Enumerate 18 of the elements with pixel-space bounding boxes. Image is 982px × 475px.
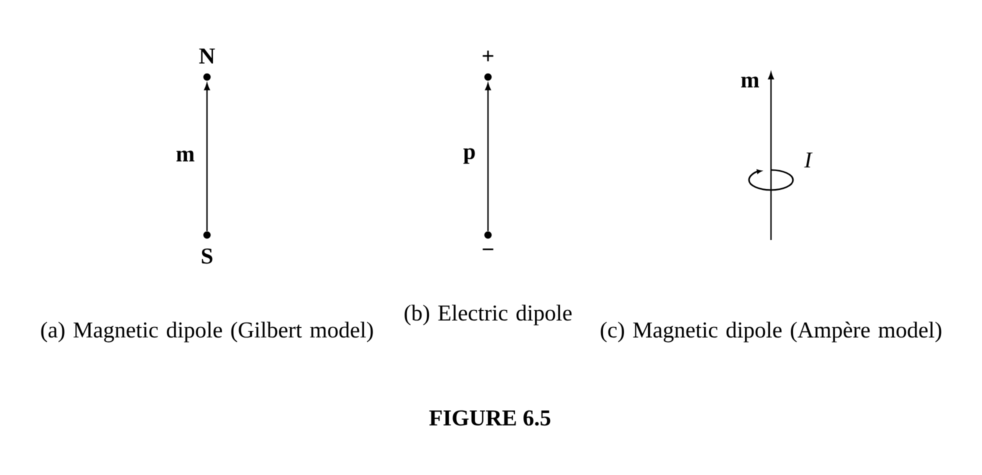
subfigure-caption: (b) Electric dipole [404,304,572,326]
subfigure-caption: (a) Magnetic dipole (Gilbert model) [41,322,373,342]
pole-label: − [482,248,494,250]
symbol-label: I [804,152,813,168]
pole-label: N [199,48,215,64]
pole-label: + [482,50,494,62]
arrow [204,83,210,232]
dot [484,73,492,81]
subfigure-caption: (c) Magnetic dipole (Ampère model) [600,322,942,342]
dot [484,231,492,239]
edge-label: m [174,149,196,163]
edge-label: p [462,146,478,166]
symbol-label: m [741,76,760,88]
figure-caption: FIGURE 6.5 [429,410,550,426]
arrow [485,83,491,232]
dot [203,73,211,81]
pole-label: S [202,248,212,264]
dot [203,231,211,239]
